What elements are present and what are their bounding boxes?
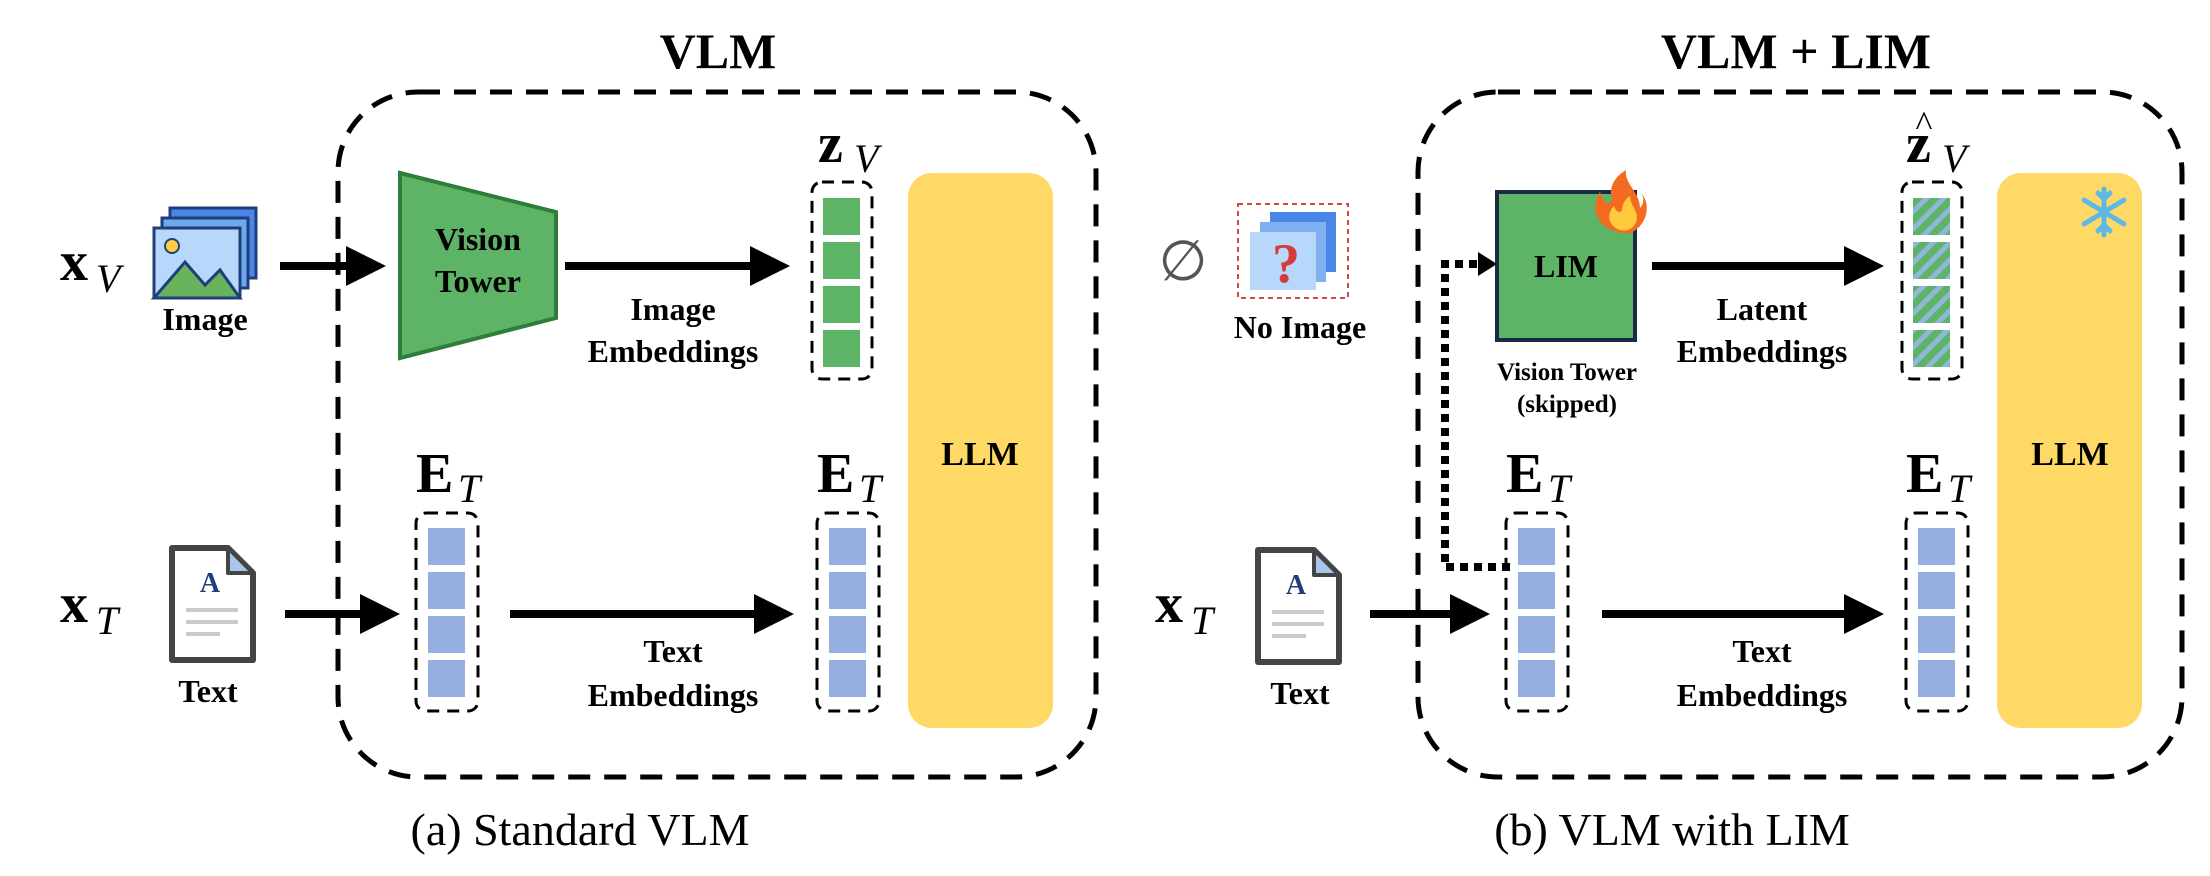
text-embeddings-label-b-line1: Text (1732, 633, 1792, 669)
svg-text:V: V (854, 136, 883, 181)
svg-text:E: E (817, 443, 854, 505)
et-symbol-right-a: E T (817, 443, 884, 511)
text-embeddings-label-b-line2: Embeddings (1677, 677, 1848, 713)
svg-text:V: V (96, 256, 125, 301)
svg-text:E: E (416, 443, 453, 505)
text-tokens-left-a (414, 511, 480, 713)
panel-a-title: VLM (660, 23, 777, 79)
svg-text:A: A (200, 568, 221, 599)
no-image-icon: ? (1237, 203, 1349, 299)
document-icon-a: A (169, 545, 256, 663)
svg-text:x: x (60, 231, 88, 293)
input-text-symbol-b: x T (1155, 573, 1216, 643)
latent-embedding-tokens (1900, 180, 1964, 381)
svg-text:x: x (60, 573, 88, 635)
question-mark-glyph: ? (1272, 233, 1300, 295)
caption-b: (b) VLM with LIM (1494, 804, 1850, 855)
zhat-symbol: ^ z V (1906, 104, 1971, 181)
image-icon (150, 206, 258, 300)
text-embeddings-label-a-line1: Text (643, 633, 703, 669)
text-tokens-right-a (815, 511, 881, 713)
document-icon-b: A (1255, 547, 1342, 665)
vision-tower-skipped-line1: Vision Tower (1497, 359, 1637, 386)
zv-symbol: z V (818, 113, 883, 181)
image-label: Image (162, 301, 247, 337)
input-text-symbol-a: x T (60, 573, 121, 643)
empty-set-symbol: ∅ (1159, 231, 1208, 293)
llm-label-a: LLM (941, 436, 1018, 473)
svg-text:E: E (1906, 443, 1943, 505)
svg-text:T: T (1948, 466, 1973, 511)
no-image-label: No Image (1234, 309, 1366, 345)
svg-text:^: ^ (1916, 104, 1933, 144)
text-label-a: Text (178, 673, 238, 709)
llm-block-b (1997, 173, 2142, 728)
svg-text:V: V (1942, 136, 1971, 181)
vlm-boundary (335, 89, 1099, 780)
svg-text:z: z (1906, 113, 1931, 175)
et-symbol-right-b: E T (1906, 443, 1973, 511)
svg-text:T: T (859, 466, 884, 511)
panel-b-title: VLM + LIM (1661, 23, 1931, 79)
latent-embeddings-label-line1: Latent (1717, 291, 1808, 327)
svg-text:T: T (1548, 466, 1573, 511)
text-label-b: Text (1270, 675, 1330, 711)
svg-text:x: x (1155, 573, 1183, 635)
llm-block-a (908, 173, 1053, 728)
input-image-symbol: x V (60, 231, 125, 301)
dotted-arrowhead (1478, 252, 1497, 276)
et-symbol-left-b: E T (1506, 443, 1573, 511)
fire-icon (1595, 170, 1647, 234)
svg-text:A: A (1286, 570, 1307, 601)
svg-text:z: z (818, 113, 843, 175)
image-embeddings-label-line2: Embeddings (588, 333, 759, 369)
panel-b: VLM + LIM ∅ ? No Image LIM Vision Tower … (1155, 23, 2185, 855)
et-symbol-left-a: E T (416, 443, 483, 511)
vision-tower-skipped-line2: (skipped) (1517, 391, 1617, 418)
vision-tower (398, 170, 558, 361)
text-tokens-right-b (1904, 511, 1970, 713)
llm-label-b: LLM (2031, 436, 2108, 473)
vlm-lim-boundary (1415, 89, 2185, 780)
snowflake-icon (2081, 186, 2127, 238)
svg-text:T: T (458, 466, 483, 511)
caption-a: (a) Standard VLM (411, 804, 750, 855)
image-embedding-tokens (810, 180, 874, 381)
text-tokens-left-b (1504, 511, 1570, 713)
dotted-arrow-text-to-lim (1441, 260, 1510, 571)
latent-embeddings-label-line2: Embeddings (1677, 333, 1848, 369)
vision-tower-label-line1: Vision (435, 221, 521, 257)
lim-label: LIM (1534, 248, 1598, 284)
image-embeddings-label-line1: Image (630, 291, 715, 327)
panel-a: VLM x V Image Vision Tower Image Embeddi… (60, 23, 1099, 855)
svg-text:E: E (1506, 443, 1543, 505)
vision-tower-label-line2: Tower (435, 263, 521, 299)
svg-text:T: T (96, 598, 121, 643)
text-embeddings-label-a-line2: Embeddings (588, 677, 759, 713)
svg-text:T: T (1191, 598, 1216, 643)
